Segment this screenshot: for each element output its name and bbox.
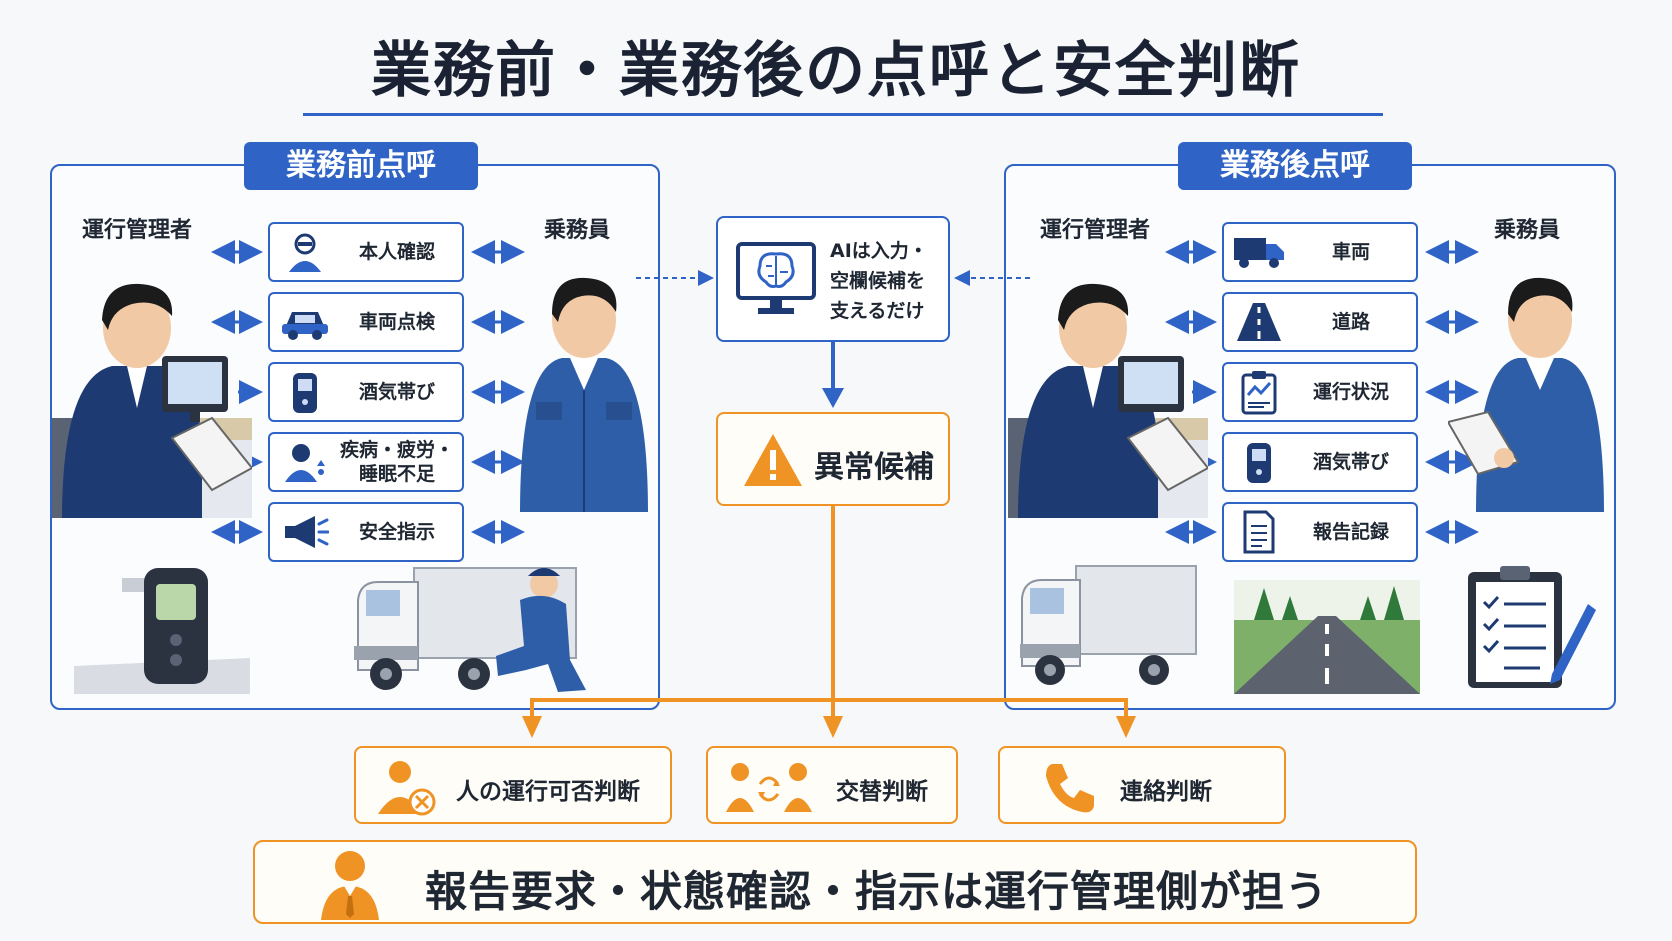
responsibility-statement-box: 報告要求・状態確認・指示は運行管理側が担う	[253, 840, 1417, 924]
pre-item-vehicle-inspection-label: 車両点検	[358, 311, 435, 333]
chart-clipboard-icon	[1224, 364, 1294, 420]
pre-call-driver-illustration	[520, 277, 648, 512]
pre-call-manager-illustration	[52, 283, 252, 518]
ai-support-box: AIは入力・ 空欄候補を 支えるだけ	[716, 216, 950, 342]
post-call-manager-label: 運行管理者	[1040, 218, 1151, 243]
post-item-operation-status-label: 運行状況	[1312, 381, 1389, 403]
warning-icon	[742, 432, 804, 492]
pre-call-breathalyzer-illustration	[74, 568, 250, 694]
pre-item-health-label: 疾病・疲労・ 睡眠不足	[340, 439, 455, 485]
person-id-icon	[270, 224, 340, 280]
road-icon	[1224, 294, 1294, 350]
anomaly-branch-connectors	[522, 506, 1136, 738]
post-item-report-record-label: 報告記録	[1312, 521, 1389, 543]
ai-to-anomaly-arrow	[822, 342, 844, 408]
post-item-road-label: 道路	[1331, 311, 1370, 333]
post-call-manager-illustration	[1008, 283, 1208, 518]
post-item-alcohol-label: 酒気帯び	[1312, 451, 1389, 473]
post-call-driver-illustration	[1448, 277, 1604, 512]
judgment-contact-label: 連絡判断	[1120, 779, 1212, 805]
megaphone-icon	[270, 504, 340, 560]
pre-item-identity: 本人確認	[268, 222, 464, 282]
judgment-contact: 連絡判断	[998, 746, 1286, 824]
pre-item-identity-label: 本人確認	[358, 241, 435, 263]
judgment-replacement: 交替判断	[706, 746, 958, 824]
ai-support-text: AIは入力・ 空欄候補を 支えるだけ	[830, 240, 928, 322]
anomaly-candidate-label: 異常候補	[814, 450, 934, 485]
pre-item-vehicle-inspection: 車両点検	[268, 292, 464, 352]
phone-icon	[1042, 760, 1098, 820]
post-item-operation-status: 運行状況	[1222, 362, 1418, 422]
post-item-vehicle-label: 車両	[1331, 241, 1370, 263]
pre-item-safety-instruction: 安全指示	[268, 502, 464, 562]
truck-icon	[1224, 224, 1294, 280]
dashed-connectors	[636, 270, 1030, 286]
post-call-road-illustration	[1234, 580, 1420, 694]
pre-item-alcohol: 酒気帯び	[268, 362, 464, 422]
car-icon	[270, 294, 340, 350]
post-call-driver-label: 乗務員	[1494, 218, 1561, 243]
pre-call-driver-label: 乗務員	[544, 218, 611, 243]
judgment-operation-decision-label: 人の運行可否判断	[456, 779, 640, 805]
pre-call-tag: 業務前点呼	[244, 142, 478, 190]
pre-item-health: 疾病・疲労・ 睡眠不足	[268, 432, 464, 492]
post-item-road: 道路	[1222, 292, 1418, 352]
post-call-clipboard-illustration	[1468, 566, 1596, 688]
pre-item-safety-instruction-label: 安全指示	[358, 521, 435, 543]
post-item-alcohol: 酒気帯び	[1222, 432, 1418, 492]
title-underline	[303, 113, 1383, 116]
post-call-tag: 業務後点呼	[1178, 142, 1412, 190]
ai-brain-monitor-icon	[736, 242, 816, 324]
breathalyzer-icon	[1224, 434, 1294, 490]
swap-people-icon	[726, 760, 812, 818]
document-icon	[1224, 504, 1294, 560]
pre-call-manager-label: 運行管理者	[82, 218, 193, 243]
pre-call-double-arrows	[211, 240, 525, 544]
post-call-double-arrows	[1165, 240, 1479, 544]
post-call-truck-illustration	[1020, 565, 1197, 685]
pre-item-alcohol-label: 酒気帯び	[358, 381, 435, 403]
person-reject-icon	[376, 758, 436, 820]
judgment-operation-decision: 人の運行可否判断	[354, 746, 672, 824]
responsibility-statement-label: 報告要求・状態確認・指示は運行管理側が担う	[425, 867, 1329, 916]
judgment-replacement-label: 交替判断	[836, 779, 928, 805]
post-item-vehicle: 車両	[1222, 222, 1418, 282]
page-title: 業務前・業務後の点呼と安全判断	[371, 36, 1301, 106]
pre-call-truck-mechanic-illustration	[354, 567, 586, 692]
manager-icon	[317, 848, 383, 924]
post-item-report-record: 報告記録	[1222, 502, 1418, 562]
anomaly-candidate-box: 異常候補	[716, 412, 950, 506]
sick-person-icon	[270, 434, 340, 490]
breathalyzer-icon	[270, 364, 340, 420]
